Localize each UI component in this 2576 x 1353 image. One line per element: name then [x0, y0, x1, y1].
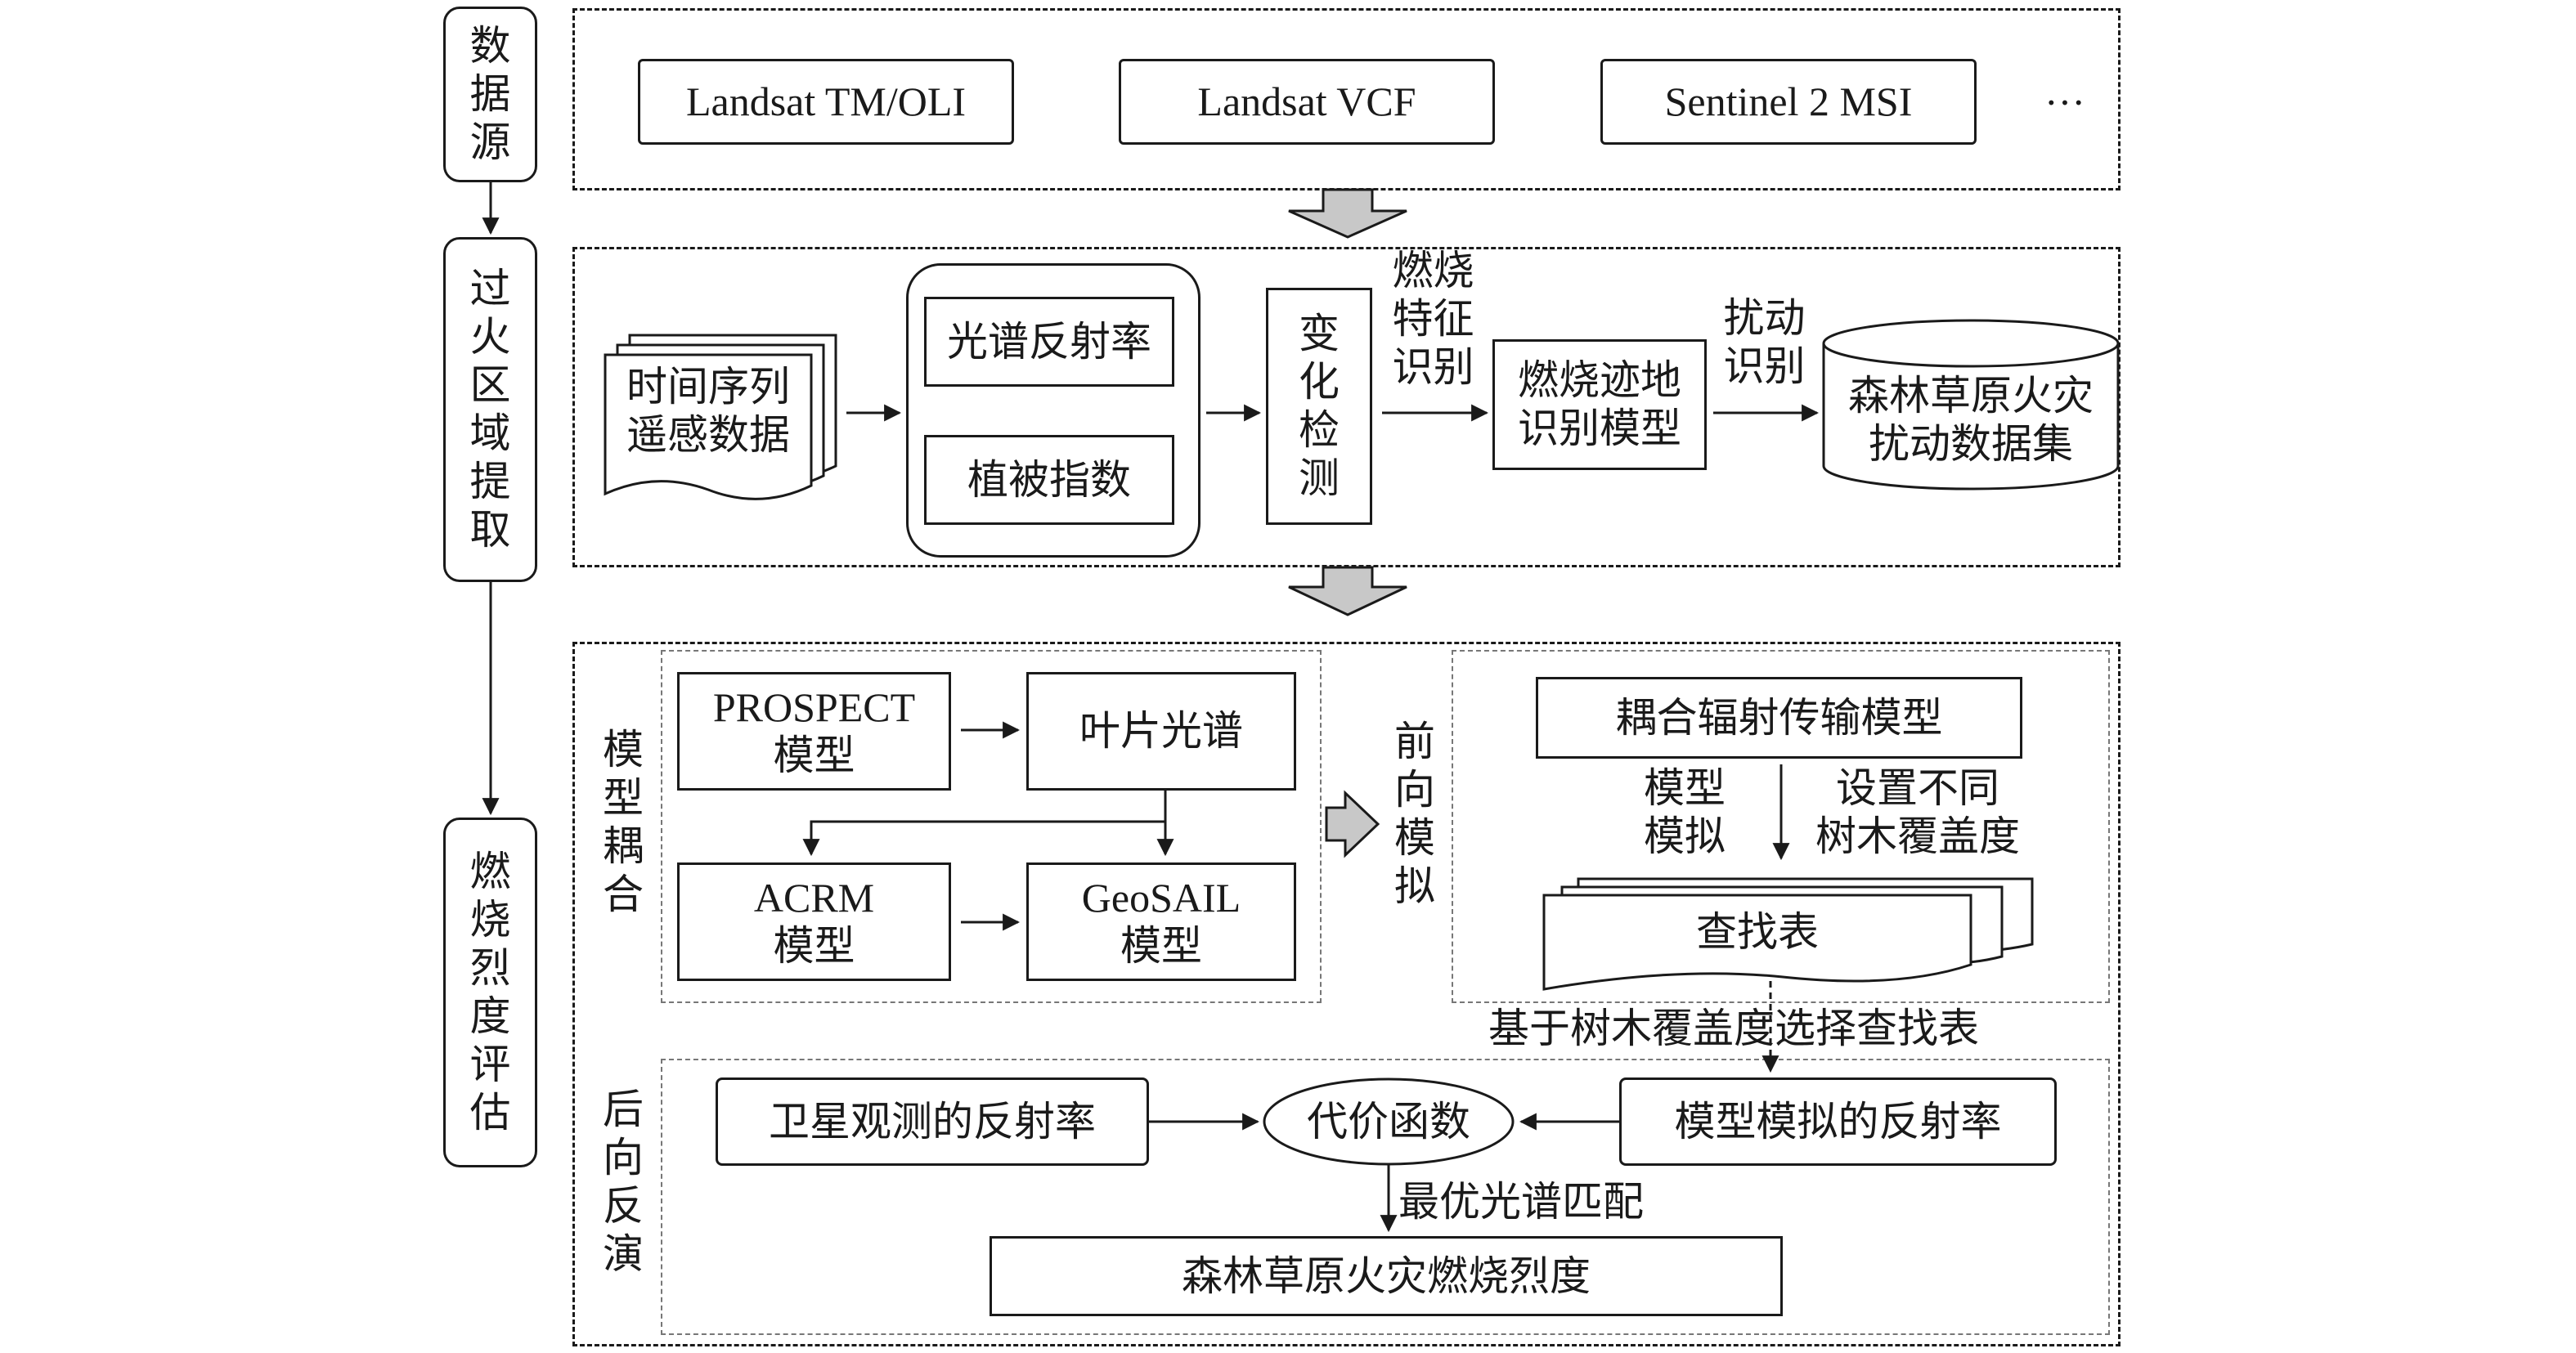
source-sentinel-2-msi: Sentinel 2 MSI	[1600, 59, 1977, 145]
acrm-model-label: ACRM 模型	[753, 874, 875, 969]
source-landsat-tm-oli: Landsat TM/OLI	[638, 59, 1014, 145]
sources-ellipsis: ···	[2044, 79, 2085, 125]
forward-sim-label: 前 向 模 拟	[1394, 718, 1435, 910]
coupled-rt-model-box: 耦合辐射传输模型	[1536, 677, 2022, 759]
sidebar-severity-label: 燃 烧 烈 度 评 估	[469, 848, 511, 1136]
spectral-reflectance-box: 光谱反射率	[924, 297, 1174, 387]
sidebar-data-source-label: 数 据 源	[469, 22, 511, 166]
change-detection-box: 变 化 检 测	[1266, 288, 1372, 525]
fire-severity-box: 森林草原火灾燃烧烈度	[990, 1236, 1783, 1316]
block-arrow-down-2	[1288, 566, 1407, 616]
model-coupling-label: 模 型 耦 合	[603, 726, 644, 918]
select-lut-label: 基于树木覆盖度选择查找表	[1488, 1005, 1979, 1052]
change-detection-label: 变 化 检 测	[1299, 310, 1340, 502]
dataset-label: 森林草原火灾 扰动数据集	[1848, 372, 2094, 468]
cost-function-label: 代价函数	[1307, 1098, 1470, 1145]
best-match-label: 最优光谱匹配	[1398, 1178, 1644, 1225]
sidebar-fire-area-label: 过 火 区 域 提 取	[469, 265, 511, 553]
geosail-model-label: GeoSAIL 模型	[1081, 874, 1241, 969]
model-sim-label: 模型 模拟	[1644, 764, 1726, 860]
lookup-table-label: 查找表	[1696, 908, 1819, 956]
timeseries-label: 时间序列 遥感数据	[626, 363, 790, 459]
backward-inv-panel	[661, 1059, 2110, 1335]
prospect-model-box: PROSPECT 模型	[677, 672, 951, 791]
leaf-spectrum-box: 叶片光谱	[1026, 672, 1296, 791]
geosail-model-box: GeoSAIL 模型	[1026, 862, 1296, 981]
section-severity	[572, 642, 2120, 1346]
model-reflectance-box: 模型模拟的反射率	[1619, 1077, 2057, 1166]
disturbance-label: 扰动 识别	[1723, 294, 1806, 390]
set-cover-label: 设置不同 树木覆盖度	[1815, 764, 2020, 860]
burn-scar-model-box: 燃烧迹地 识别模型	[1492, 339, 1707, 470]
sidebar-fire-area-extraction: 过 火 区 域 提 取	[443, 237, 537, 582]
acrm-model-box: ACRM 模型	[677, 862, 951, 981]
model-coupling-panel	[661, 650, 1322, 1003]
burn-feature-label: 燃烧 特征 识别	[1392, 247, 1474, 391]
source-landsat-vcf: Landsat VCF	[1119, 59, 1495, 145]
sidebar-severity-evaluation: 燃 烧 烈 度 评 估	[443, 818, 537, 1167]
vegetation-index-box: 植被指数	[924, 435, 1174, 525]
block-arrow-down-1	[1288, 188, 1407, 239]
backward-inv-label: 后 向 反 演	[603, 1086, 644, 1278]
forward-sim-panel	[1452, 650, 2110, 1003]
burn-scar-model-label: 燃烧迹地 识别模型	[1518, 356, 1681, 452]
satellite-reflectance-box: 卫星观测的反射率	[716, 1077, 1149, 1166]
sidebar-data-source: 数 据 源	[443, 7, 537, 182]
prospect-model-label: PROSPECT 模型	[712, 683, 916, 778]
